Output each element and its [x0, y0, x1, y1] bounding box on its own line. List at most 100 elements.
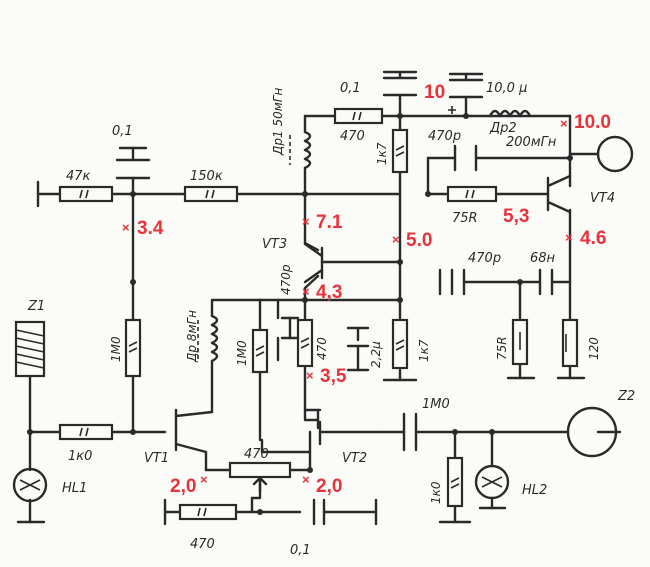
label-cap-68n: 68н — [530, 251, 556, 266]
potentiometer-470 — [228, 461, 292, 479]
resistor-1m0-mid — [251, 328, 269, 374]
marker-4-6: × — [565, 230, 573, 245]
transistor-vt3 — [303, 242, 324, 284]
connector-z2 — [566, 406, 618, 458]
lamps — [12, 464, 510, 503]
label-vt2: VT2 — [342, 451, 367, 466]
label-pot-470: 470 — [244, 447, 269, 462]
voltage-3-4: 3.4 — [137, 218, 164, 239]
label-r-1m0-mid: 1М0 — [235, 340, 249, 366]
label-cap-0-1-bottom: 0,1 — [290, 543, 311, 558]
resistor-1m0-left — [124, 318, 142, 378]
label-r-1k0-in: 1к0 — [68, 449, 92, 464]
resistor-120 — [561, 318, 579, 368]
marker-2-0-right: × — [302, 472, 310, 487]
ground-symbols — [16, 70, 586, 526]
label-r-470-bottom: 470 — [190, 537, 215, 552]
label-r-470-top: 470 — [340, 129, 365, 144]
resistor-1k0-in — [58, 423, 114, 441]
marker-7-1: × — [302, 214, 310, 229]
label-r-1k7-upper: 1к7 — [375, 142, 389, 165]
label-r-47k: 47к — [66, 169, 91, 184]
marker-5-0: × — [392, 232, 400, 247]
label-inductor-dr2-value: 200мГн — [506, 135, 557, 150]
label-cap-10u: 10,0 μ — [486, 81, 527, 96]
marker-3-5: × — [306, 368, 314, 383]
label-cap-470p-fb: 470р — [428, 129, 461, 144]
transistors — [303, 174, 572, 430]
capacitor-470p-fb — [453, 144, 478, 172]
capacitors — [115, 76, 484, 340]
label-r-75r-out: 75R — [495, 336, 509, 360]
label-cap-1m0: 1М0 — [422, 397, 450, 412]
label-r-1k0-out: 1к0 — [429, 481, 443, 504]
marker-2-0-left: × — [200, 472, 208, 487]
capacitor-470p-vt3 — [280, 316, 300, 340]
label-cap-470p-out: 470р — [468, 251, 501, 266]
label-cap-470p-vt3: 470р — [279, 264, 293, 295]
junction-dots — [27, 113, 573, 515]
marker-4-3: × — [302, 284, 310, 299]
capacitor-10u — [448, 78, 484, 99]
label-inductor-dr1: Др1 50мГн — [271, 88, 285, 156]
capacitor-0-1-top — [115, 158, 151, 180]
lamp-hl1 — [12, 467, 48, 503]
inductor-dr-8u — [210, 314, 219, 363]
inductor-dr1 — [303, 130, 312, 170]
connector-out-top — [596, 135, 634, 173]
label-inductor-dr-8u: Др 8мГн — [185, 310, 199, 363]
resistor-1k7-lower — [391, 318, 409, 370]
label-r-75r-base: 75R — [452, 211, 478, 226]
resistors — [58, 107, 579, 521]
transistor-vt4 — [546, 174, 572, 214]
inductors — [197, 109, 532, 363]
voltage-5-0: 5.0 — [406, 230, 432, 251]
resistor-75r-base — [446, 185, 498, 203]
connectors — [566, 135, 634, 458]
label-vt1: VT1 — [144, 451, 169, 466]
label-r-1k7-lower: 1к7 — [417, 339, 431, 362]
lamp-hl2 — [474, 464, 510, 500]
label-z2: Z2 — [617, 389, 635, 404]
voltage-2-0-right: 2,0 — [316, 476, 342, 497]
capacitor-0-1-upper — [382, 76, 418, 97]
resistor-1k0-out — [446, 456, 464, 508]
resistor-470-mid — [296, 318, 314, 368]
voltage-4-6: 4.6 — [580, 228, 606, 249]
voltage-10-0: 10.0 — [574, 112, 611, 133]
label-cap-0-1-top: 0,1 — [112, 124, 133, 139]
voltage-5-3: 5,3 — [503, 206, 529, 227]
label-hl1: HL1 — [62, 481, 87, 496]
voltage-3-5: 3,5 — [320, 366, 347, 387]
marker-10-0: × — [560, 116, 568, 131]
voltage-7-1: 7.1 — [316, 212, 343, 233]
plus-sign — [448, 106, 456, 114]
resistor-470-top — [333, 107, 384, 125]
label-z1: Z1 — [27, 299, 45, 314]
label-r-470-mid: 470 — [315, 337, 329, 360]
label-cap-0-1-upper: 0,1 — [340, 81, 361, 96]
voltage-annotations: 10 × 10.0 × 3.4 × 7.1 × 5.0 5,3 × 4.6 × … — [122, 82, 611, 497]
voltage-10: 10 — [424, 82, 445, 103]
z1-coil — [14, 320, 46, 378]
label-r-150k: 150к — [190, 169, 223, 184]
wiring — [28, 70, 600, 526]
label-hl2: HL2 — [522, 483, 547, 498]
label-vt3: VT3 — [262, 237, 287, 252]
voltage-4-3: 4,3 — [316, 282, 342, 303]
label-r-120: 120 — [587, 337, 601, 360]
marker-3-4: × — [122, 220, 130, 235]
resistor-1k7-upper — [391, 128, 409, 174]
component-labels: 0,1 47к 150к 0,1 470 Др1 50мГн 1к7 470р … — [27, 81, 635, 558]
label-r-1m0-left: 1М0 — [109, 336, 123, 362]
resistor-470-bottom — [178, 503, 238, 521]
inductor-dr2 — [488, 109, 532, 118]
label-cap-2-2u: 2,2μ — [369, 341, 383, 368]
label-inductor-dr2: Др2 — [489, 121, 517, 136]
voltage-2-0-left: 2,0 — [170, 476, 196, 497]
resistor-47k — [58, 185, 114, 203]
resistor-150k — [183, 185, 239, 203]
label-vt4: VT4 — [590, 191, 615, 206]
